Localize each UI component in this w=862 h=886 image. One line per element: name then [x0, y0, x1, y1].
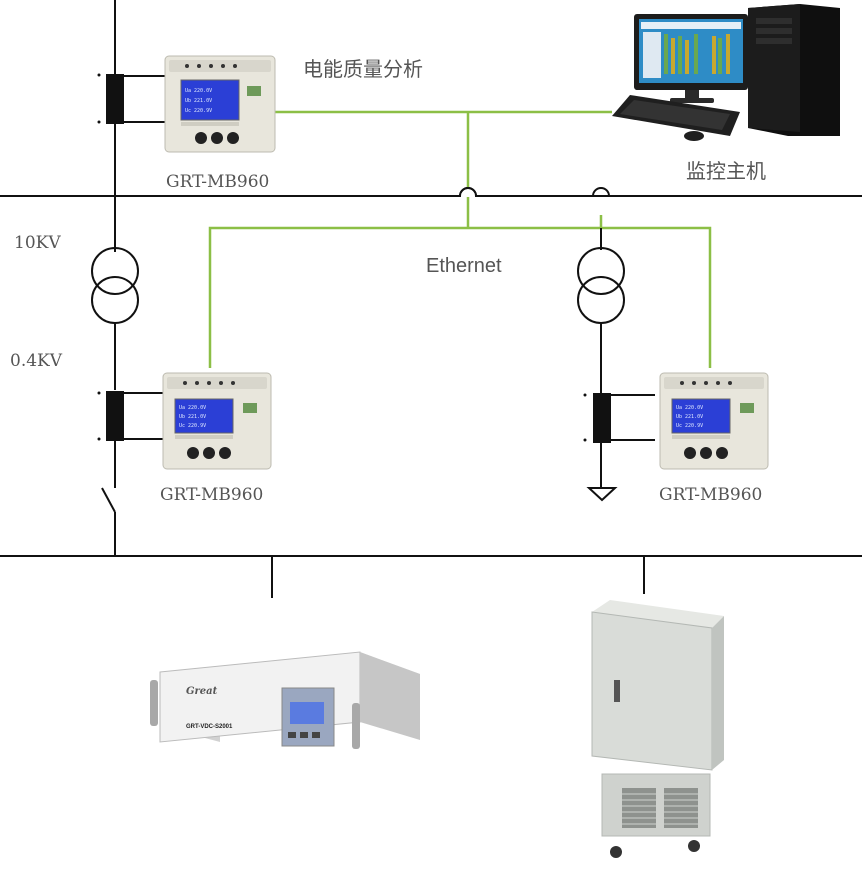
mouse	[684, 131, 704, 141]
cabinet-vent-right	[664, 788, 698, 828]
svg-text:Ua 220.0V: Ua 220.0V	[676, 405, 703, 411]
cabinet-vent-left	[622, 788, 656, 828]
ethernet-network	[208, 110, 712, 368]
svg-text:Uc 220.9V: Uc 220.9V	[676, 423, 703, 429]
transformer-right-secondary	[577, 276, 625, 324]
svg-text:Ub 221.0V: Ub 221.0V	[179, 414, 206, 420]
svg-text:Ua 220.0V: Ua 220.0V	[185, 88, 212, 94]
label-meter-top: GRT-MB960	[166, 172, 269, 192]
meter-right-lcd	[671, 398, 731, 434]
power-meter-top: Ua 220.0V Ub 221.0V Uc 220.9V	[164, 55, 276, 153]
rack-brand-logo: Great	[186, 686, 218, 697]
power-meter-right: Ua 220.0V Ub 221.0V Uc 220.9V	[659, 372, 769, 470]
cabinet-wheel-left	[610, 846, 622, 858]
power-meter-left: Ua 220.0V Ub 221.0V Uc 220.9V	[162, 372, 272, 470]
svg-text:Ub 221.0V: Ub 221.0V	[676, 414, 703, 420]
svg-text:Ua 220.0V: Ua 220.0V	[179, 405, 206, 411]
rack-model-label: GRT-VDC-S2001	[186, 724, 233, 730]
label-meter-right: GRT-MB960	[659, 485, 762, 505]
outdoor-cabinet	[591, 600, 724, 858]
ethernet-link-left-meter	[208, 226, 712, 368]
label-power-quality: 电能质量分析	[303, 57, 423, 81]
transformer-left-secondary	[91, 276, 139, 324]
transformer-right-primary	[577, 247, 625, 295]
svg-text:Uc 220.9V: Uc 220.9V	[185, 108, 212, 114]
label-monitor-host: 监控主机	[686, 159, 766, 183]
cabinet-body	[591, 611, 713, 771]
rack-lcd	[290, 702, 324, 724]
meter-top-lcd	[180, 79, 240, 121]
label-meter-left: GRT-MB960	[160, 485, 263, 505]
label-04kv: 0.4KV	[10, 351, 63, 371]
left-feeder	[91, 0, 165, 556]
current-transformer-top	[106, 74, 124, 124]
right-feeder	[577, 187, 655, 502]
current-transformer-right	[593, 393, 611, 443]
svg-text:Ub 221.0V: Ub 221.0V	[185, 98, 212, 104]
current-transformer-left	[106, 391, 124, 441]
label-ethernet: Ethernet	[426, 255, 502, 277]
ground-symbol	[586, 487, 618, 502]
monitoring-host-computer	[612, 4, 840, 141]
svg-text:Uc 220.9V: Uc 220.9V	[179, 423, 206, 429]
cabinet-wheel-right	[688, 840, 700, 852]
meter-left-lcd	[174, 398, 234, 434]
rack-device: Great GRT-VDC-S2001	[150, 651, 420, 749]
transformer-left-primary	[91, 247, 139, 295]
label-10kv: 10KV	[14, 233, 61, 253]
disconnect-switch	[101, 487, 116, 513]
